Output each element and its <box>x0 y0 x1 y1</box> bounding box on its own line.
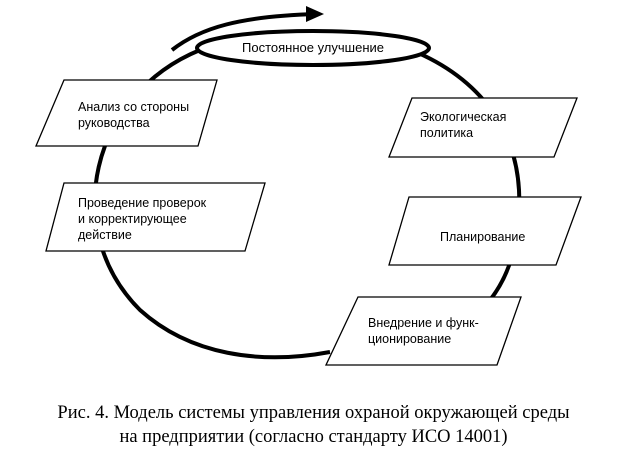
box-implementation <box>324 296 522 366</box>
implementation-text: Внедрение и функ- ционирование <box>368 316 482 346</box>
figure-caption-line2: на предприятии (согласно стандарту ИСО 1… <box>119 427 508 447</box>
management-review-text: Анализ со стороны руководства <box>78 100 193 130</box>
checking-corrective-text: Проведение проверок и корректирующее дей… <box>78 196 210 242</box>
box-management-review <box>35 79 218 147</box>
box-planning <box>388 196 582 266</box>
improvement-oval <box>195 29 431 67</box>
cycle-ring-right <box>397 43 522 302</box>
planning-text: Планирование <box>440 230 525 244</box>
improvement-arrow <box>170 12 319 52</box>
figure-caption-line1: Рис. 4. Модель системы управления охрано… <box>57 403 570 423</box>
box-checking-corrective <box>45 182 266 252</box>
improvement-label: Постоянное улучшение <box>242 40 384 55</box>
arrowhead-icon <box>306 6 324 22</box>
environmental-policy-text: Экологическая политика <box>420 110 510 140</box>
box-environmental-policy <box>388 97 578 158</box>
